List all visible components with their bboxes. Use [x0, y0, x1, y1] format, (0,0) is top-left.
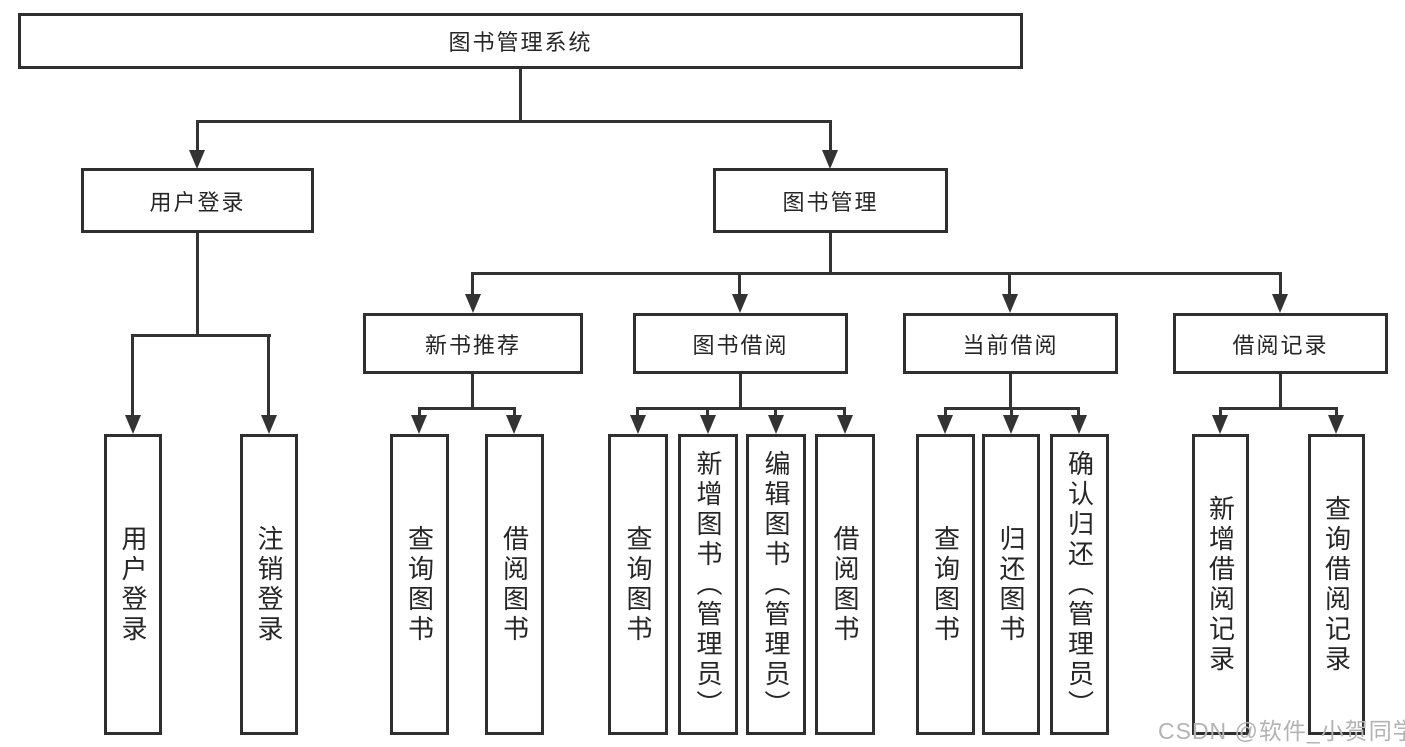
node-new-book-recommend: 新书推荐 — [363, 313, 583, 374]
arrowhead-icon — [1003, 415, 1019, 434]
node-label: 借阅图书 — [830, 524, 860, 645]
connector — [636, 407, 845, 410]
arrowhead-icon — [1071, 415, 1087, 434]
connector — [1219, 407, 1337, 410]
node-label: 查询借阅记录 — [1321, 494, 1352, 675]
connector — [706, 407, 709, 416]
connector — [471, 272, 1282, 275]
node-user-login-leaf: 用户登录 — [104, 434, 162, 735]
node-current-borrowing: 当前借阅 — [903, 313, 1118, 374]
node-logout: 注销登录 — [240, 434, 298, 735]
node-label: 图书管理系统 — [448, 30, 593, 55]
connector — [1077, 407, 1080, 416]
node-confirm-return-admin: 确认归还（管理员） — [1050, 434, 1109, 735]
connector — [471, 374, 474, 407]
node-label: 查询图书 — [930, 524, 961, 645]
node-user-login: 用户登录 — [81, 168, 314, 233]
node-borrowing-records: 借阅记录 — [1173, 313, 1388, 374]
node-book-borrowing: 图书借阅 — [633, 313, 848, 374]
arrowhead-icon — [1272, 294, 1288, 313]
connector — [418, 407, 516, 410]
node-query-book-3: 查询图书 — [916, 434, 975, 735]
arrowhead-icon — [465, 294, 481, 313]
connector — [1010, 407, 1013, 416]
arrowhead-icon — [1328, 415, 1344, 434]
connector — [519, 69, 522, 120]
node-add-borrow-record: 新增借阅记录 — [1192, 434, 1249, 735]
node-label: 当前借阅 — [962, 332, 1059, 358]
arrowhead-icon — [125, 415, 141, 434]
arrowhead-icon — [506, 415, 522, 434]
csdn-watermark: CSDN @软件_小贺同学 — [1158, 718, 1405, 744]
node-label: 归还图书 — [996, 524, 1026, 645]
node-add-book-admin: 新增图书（管理员） — [678, 434, 738, 735]
node-label: 图书管理 — [782, 189, 879, 215]
node-book-management: 图书管理 — [713, 168, 948, 233]
connector — [1335, 407, 1338, 416]
arrowhead-icon — [1002, 294, 1018, 313]
arrowhead-icon — [937, 415, 953, 434]
arrowhead-icon — [189, 150, 205, 169]
node-label: 新书推荐 — [424, 332, 521, 358]
node-label: 新增借阅记录 — [1205, 494, 1236, 675]
arrowhead-icon — [768, 415, 784, 434]
connector — [843, 407, 846, 416]
node-label: 查询图书 — [623, 524, 653, 645]
node-label: 编辑图书（管理员） — [761, 449, 791, 720]
connector — [196, 233, 199, 334]
node-borrow-book-1: 借阅图书 — [485, 434, 544, 735]
node-edit-book-admin: 编辑图书（管理员） — [746, 434, 806, 735]
node-query-book-1: 查询图书 — [390, 434, 449, 735]
connector — [636, 407, 639, 416]
connector — [829, 233, 832, 272]
connector — [471, 272, 474, 296]
node-label: 用户登录 — [118, 524, 148, 645]
connector — [1279, 374, 1282, 407]
connector — [196, 120, 832, 123]
node-label: 注销登录 — [254, 524, 284, 645]
connector — [1009, 374, 1012, 407]
arrowhead-icon — [411, 415, 427, 434]
connector — [1219, 407, 1222, 416]
connector — [1279, 272, 1282, 296]
connector — [418, 407, 421, 416]
connector — [1008, 272, 1011, 296]
arrowhead-icon — [822, 150, 838, 169]
connector — [131, 334, 271, 337]
node-label: 借阅图书 — [499, 524, 530, 645]
node-query-borrow-record: 查询借阅记录 — [1308, 434, 1365, 735]
connector — [196, 120, 199, 152]
connector — [774, 407, 777, 416]
connector — [738, 272, 741, 296]
arrowhead-icon — [261, 415, 277, 434]
node-label: 确认归还（管理员） — [1064, 449, 1095, 720]
node-label: 图书借阅 — [692, 332, 789, 358]
node-library-management-system: 图书管理系统 — [18, 13, 1023, 69]
connector — [739, 374, 742, 407]
connector — [829, 120, 832, 152]
node-borrow-book-2: 借阅图书 — [815, 434, 875, 735]
arrowhead-icon — [732, 294, 748, 313]
arrowhead-icon — [630, 415, 646, 434]
arrowhead-icon — [700, 415, 716, 434]
arrowhead-icon — [837, 415, 853, 434]
node-label: 借阅记录 — [1232, 332, 1329, 358]
connector — [513, 407, 516, 416]
node-label: 新增图书（管理员） — [693, 449, 723, 720]
node-label: 查询图书 — [404, 524, 435, 645]
connector — [267, 334, 270, 416]
connector — [944, 407, 947, 416]
node-label: 用户登录 — [149, 189, 246, 215]
arrowhead-icon — [1212, 415, 1228, 434]
node-query-book-2: 查询图书 — [608, 434, 668, 735]
node-return-book: 归还图书 — [982, 434, 1040, 735]
connector — [131, 334, 134, 416]
